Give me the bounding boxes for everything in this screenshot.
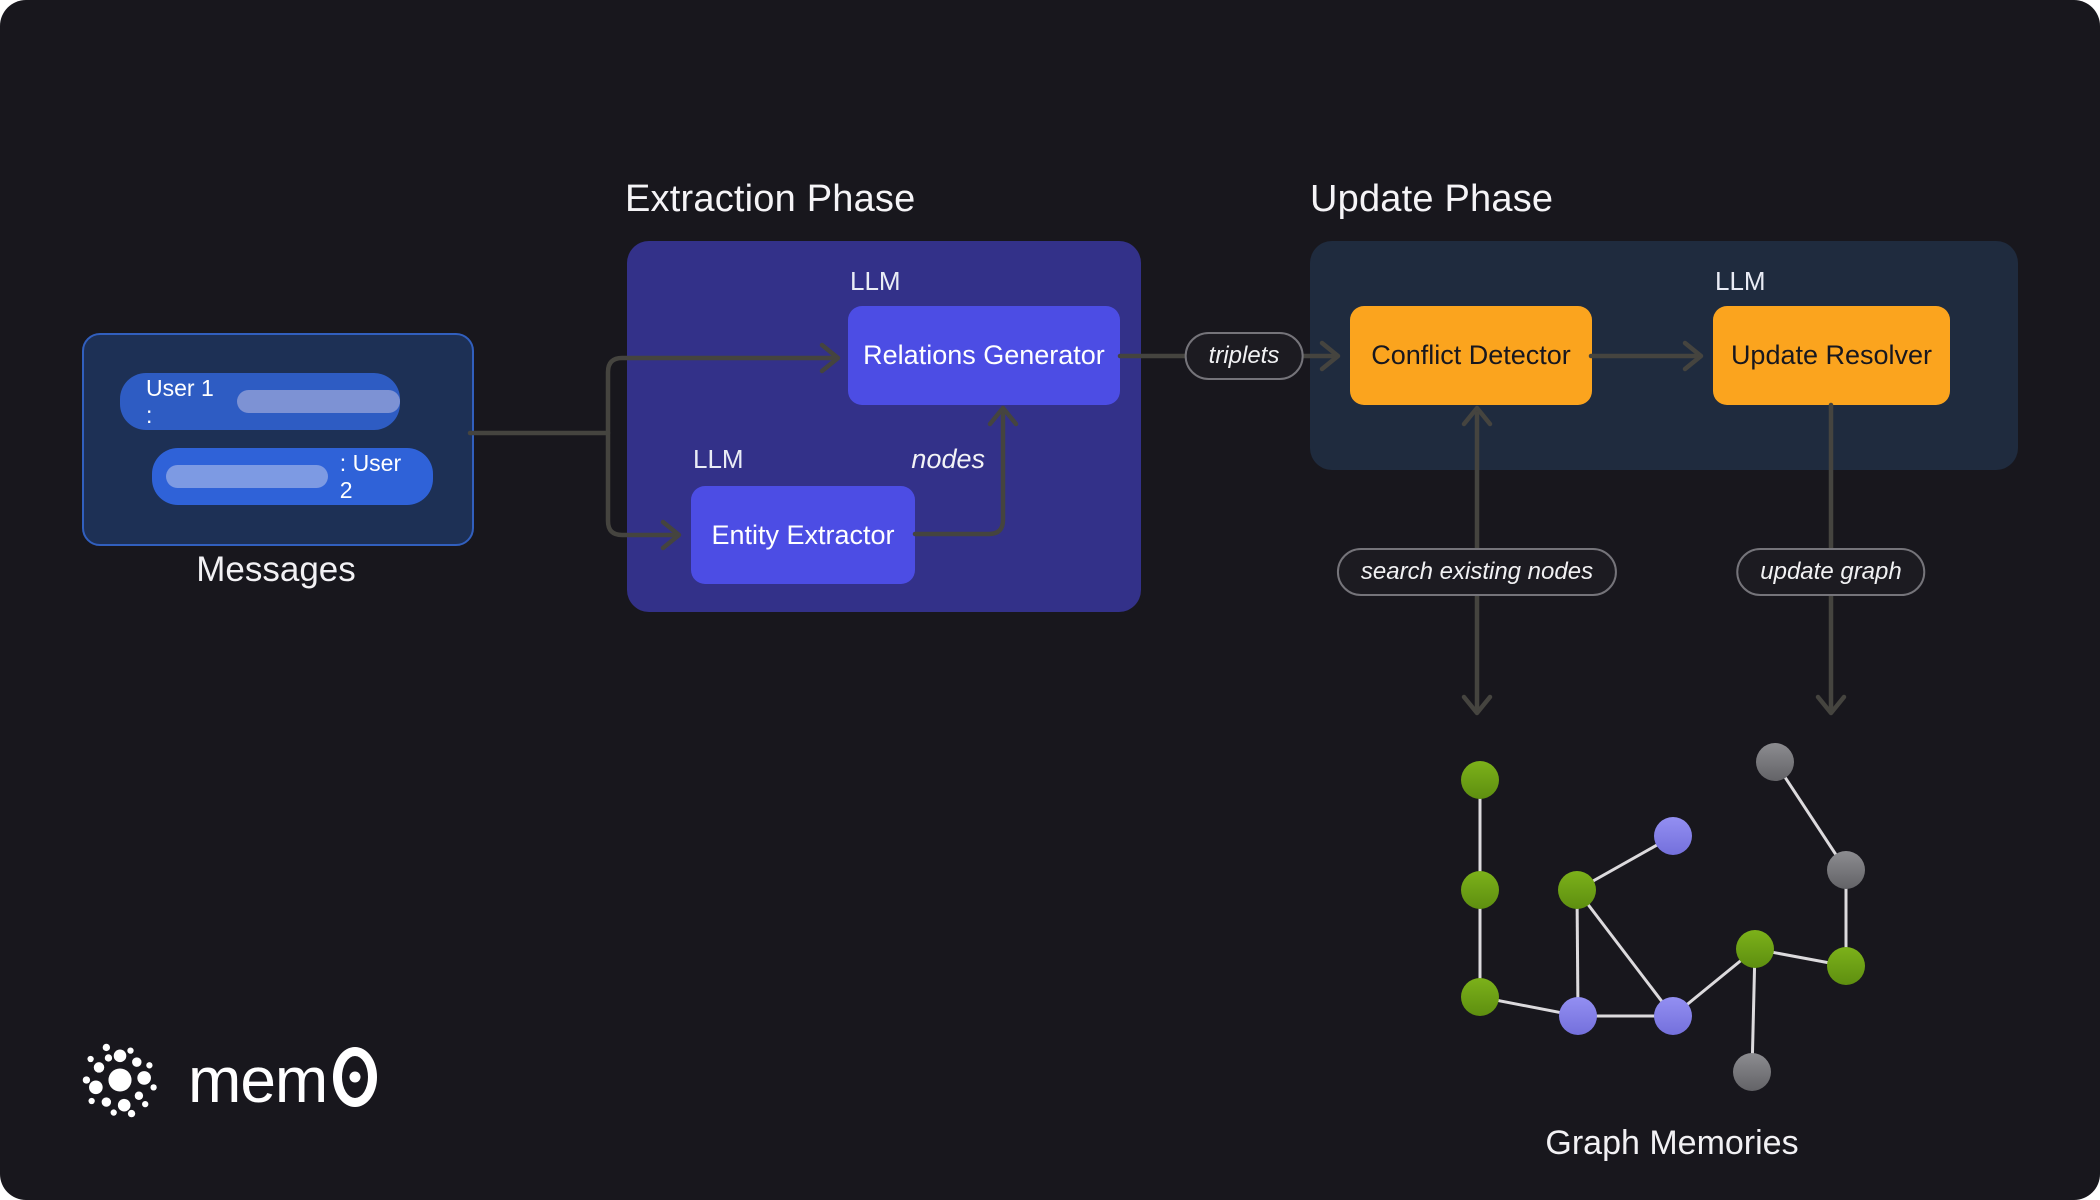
- llm-label-relations: LLM: [850, 266, 901, 296]
- update-resolver-label: Update Resolver: [1730, 340, 1933, 370]
- update-graph-pill: update graph: [1736, 548, 1926, 596]
- graph-node-green: [1827, 947, 1865, 985]
- logo-zero: [333, 1047, 378, 1107]
- graph-node-purple: [1654, 997, 1692, 1035]
- update-resolver-box: Update Resolver: [1713, 306, 1950, 405]
- search-pill-label: search existing nodes: [1360, 558, 1594, 585]
- graph-node-gray: [1733, 1053, 1771, 1091]
- conflict-detector-box: Conflict Detector: [1350, 306, 1592, 405]
- graph-node-purple: [1654, 817, 1692, 855]
- update-pill-label: update graph: [1760, 558, 1902, 585]
- graph-node-green: [1461, 761, 1499, 799]
- mem0-text: mem: [188, 1044, 328, 1116]
- triplets-pill: triplets: [1184, 332, 1304, 380]
- graph-node-green: [1558, 871, 1596, 909]
- mem0-logo: mem: [78, 1038, 378, 1122]
- user2-message-placeholder: [166, 465, 328, 488]
- triplets-pill-label: triplets: [1208, 342, 1280, 369]
- user1-label: User 1 :: [146, 374, 214, 428]
- llm-label-update: LLM: [1715, 266, 1766, 296]
- relations-generator-box: Relations Generator: [848, 306, 1120, 405]
- chat-bubble-user1: User 1 :: [120, 373, 400, 430]
- entity-extractor-box: Entity Extractor: [691, 486, 915, 584]
- conflict-detector-label: Conflict Detector: [1371, 340, 1571, 370]
- messages-caption: Messages: [196, 550, 356, 589]
- graph-node-green: [1461, 978, 1499, 1016]
- graph-node-gray: [1756, 743, 1794, 781]
- extraction-phase-title: Extraction Phase: [625, 178, 916, 220]
- nodes-edge-label: nodes: [911, 444, 985, 474]
- graph-edge: [1575, 889, 1675, 1017]
- graph-node-green: [1461, 871, 1499, 909]
- graph-node-purple: [1559, 997, 1597, 1035]
- graph-edge: [1750, 948, 1757, 1073]
- user2-label: : User 2: [339, 449, 402, 503]
- mem0-burst-icon: [82, 1043, 157, 1118]
- user1-message-placeholder: [237, 390, 400, 413]
- llm-label-entity: LLM: [693, 444, 744, 474]
- graph-node-green: [1736, 930, 1774, 968]
- entity-extractor-label: Entity Extractor: [711, 519, 895, 550]
- graph-memories-caption: Graph Memories: [1545, 1124, 1799, 1162]
- graph-edge: [1575, 889, 1580, 1017]
- mem0-wordmark: mem: [188, 1044, 378, 1116]
- graph-node-gray: [1827, 851, 1865, 889]
- relations-generator-label: Relations Generator: [863, 340, 1105, 370]
- search-existing-nodes-pill: search existing nodes: [1336, 548, 1618, 596]
- logo-zero-dot: [349, 1071, 361, 1083]
- chat-bubble-user2: : User 2: [152, 448, 433, 505]
- graph-edge: [1773, 761, 1848, 871]
- update-phase-title: Update Phase: [1310, 178, 1554, 220]
- messages-box: User 1 : : User 2: [82, 333, 474, 546]
